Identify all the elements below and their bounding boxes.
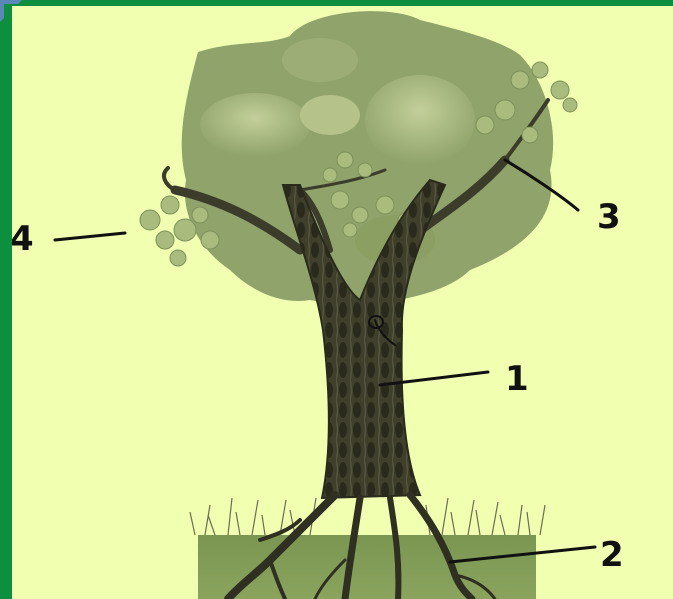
diagram-canvas: 1 2 3 4 (12, 6, 673, 599)
leader-line-1-tail (374, 319, 396, 346)
cloud-puff (365, 75, 475, 165)
tree-trunk (281, 178, 447, 500)
leader-line-3 (503, 158, 580, 212)
leaf-cluster (139, 195, 220, 267)
leader-line-4 (53, 231, 127, 242)
frame-top-border (0, 0, 673, 6)
soil (198, 535, 536, 599)
cloud-puff (300, 95, 360, 135)
corner-accent (0, 0, 22, 22)
leader-line-2 (448, 545, 597, 564)
callout-label-4: 4 (12, 219, 34, 259)
roots (224, 491, 497, 599)
callout-label-1: 1 (505, 359, 529, 399)
leader-line-1 (378, 370, 490, 387)
cloud-puff (282, 38, 358, 82)
leaf-cluster (322, 151, 373, 183)
callout-label-3: 3 (597, 197, 621, 237)
leaf-cluster (475, 61, 578, 144)
leaf-clusters (139, 61, 578, 267)
tree-crown (181, 11, 554, 304)
frame-left-border (0, 0, 12, 599)
leader-lines (53, 158, 597, 564)
grass (189, 497, 546, 536)
leader-line-1-loop (368, 315, 384, 329)
callout-label-2: 2 (600, 535, 624, 575)
cloud-puff (200, 93, 310, 157)
tree-diagram: 1 2 3 4 (12, 11, 624, 599)
